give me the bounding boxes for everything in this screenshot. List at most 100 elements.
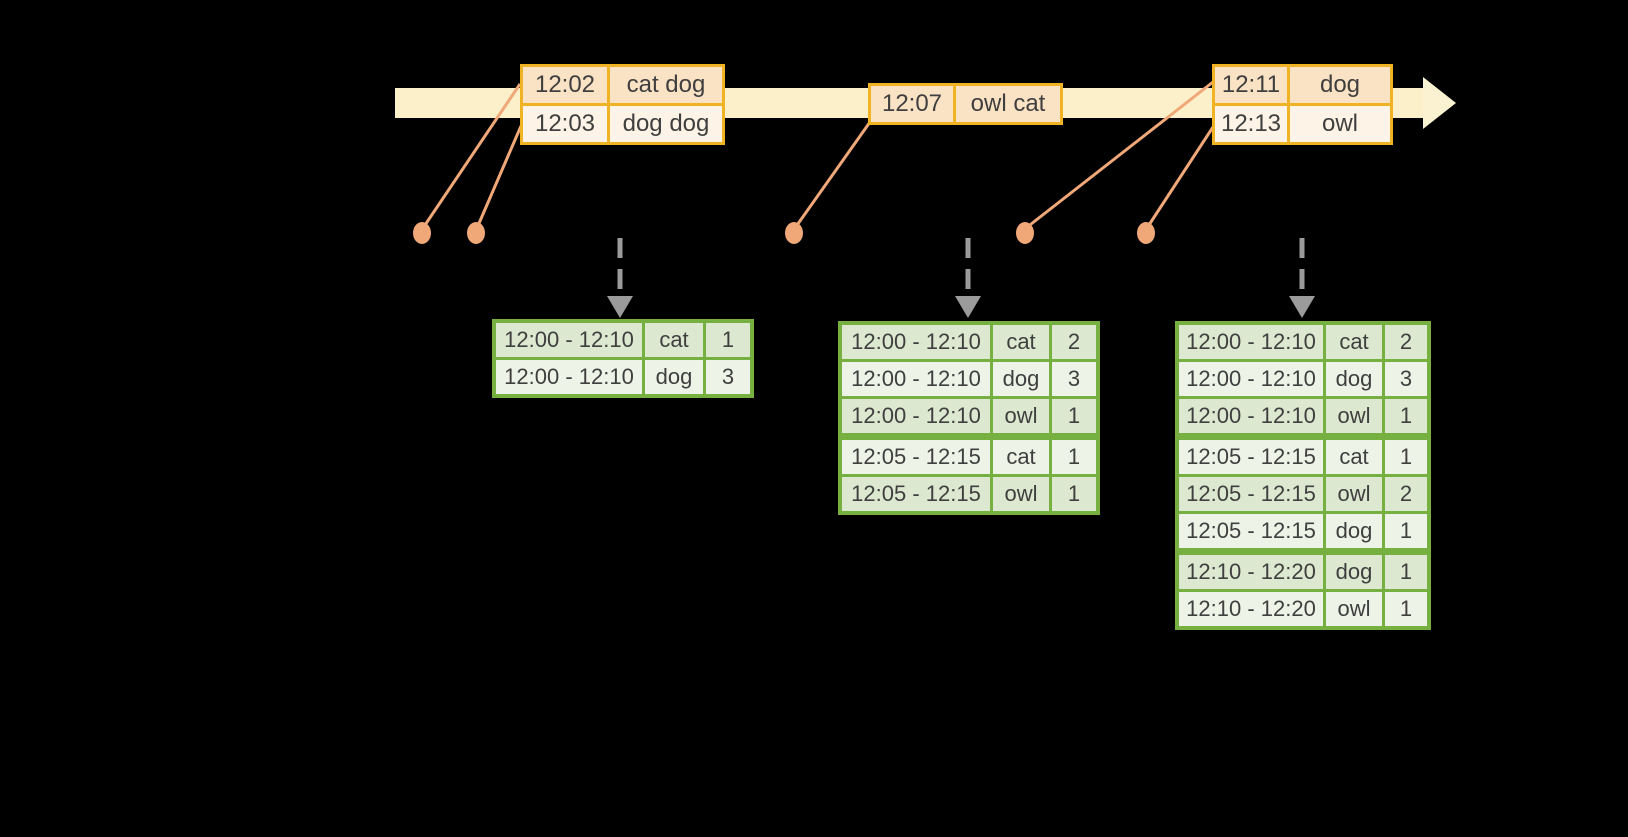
event-words: dog dog [610,106,722,142]
event-words: dog [1290,67,1390,103]
event-dot [467,222,485,244]
window-cell: 12:05 - 12:15 [842,440,990,474]
trigger-arrow-heads [607,296,1315,318]
count-cell: 3 [706,360,750,394]
table-row: 12:05 - 12:15 cat 1 [1179,440,1427,474]
event-dot [413,222,431,244]
connector-line [421,83,522,229]
connector-line [1145,126,1215,229]
table-row: 12:10 - 12:20 dog 1 [1179,555,1427,589]
window-cell: 12:05 - 12:15 [1179,440,1323,474]
table-row: 12:10 - 12:20 owl 1 [1179,592,1427,626]
result-table-1: 12:00 - 12:10 cat 1 12:00 - 12:10 dog 3 [492,319,754,398]
event-words: owl [1290,106,1390,142]
window-cell: 12:00 - 12:10 [496,360,642,394]
table-row: 12:00 - 12:10 cat 2 [1179,325,1427,359]
count-cell: 1 [1385,555,1427,589]
trigger-arrow-head-icon [607,296,633,318]
event-table-3: 12:11 dog 12:13 owl [1212,64,1393,145]
word-cell: cat [993,440,1049,474]
event-row: 12:13 owl [1215,106,1390,142]
count-cell: 1 [706,323,750,357]
timeline-arrow-head-icon [1423,77,1456,129]
event-time: 12:02 [523,67,607,103]
word-cell: dog [1326,555,1382,589]
table-row: 12:00 - 12:10 dog 3 [842,362,1096,396]
count-cell: 1 [1385,514,1427,548]
word-cell: dog [1326,362,1382,396]
count-cell: 2 [1385,477,1427,511]
window-cell: 12:00 - 12:10 [1179,362,1323,396]
window-cell: 12:00 - 12:10 [842,325,990,359]
table-row: 12:00 - 12:10 dog 3 [1179,362,1427,396]
event-table-2: 12:07 owl cat [868,83,1063,125]
event-connector-lines [421,80,1215,230]
event-words: cat dog [610,67,722,103]
count-cell: 1 [1052,477,1096,511]
event-time: 12:03 [523,106,607,142]
connector-line [793,121,872,229]
count-cell: 3 [1052,362,1096,396]
word-cell: owl [1326,592,1382,626]
event-words: owl cat [956,86,1060,122]
count-cell: 2 [1385,325,1427,359]
word-cell: owl [993,399,1049,433]
word-cell: dog [1326,514,1382,548]
word-cell: owl [1326,399,1382,433]
connector-line [1025,80,1214,230]
result-table-3: 12:00 - 12:10 cat 2 12:00 - 12:10 dog 3 … [1175,321,1431,630]
event-row: 12:07 owl cat [871,86,1060,122]
table-row: 12:05 - 12:15 cat 1 [842,440,1096,474]
table-row: 12:00 - 12:10 cat 2 [842,325,1096,359]
window-cell: 12:00 - 12:10 [842,362,990,396]
window-cell: 12:10 - 12:20 [1179,555,1323,589]
event-row: 12:02 cat dog [523,67,722,103]
word-cell: cat [1326,325,1382,359]
event-time: 12:13 [1215,106,1287,142]
table-row: 12:00 - 12:10 cat 1 [496,323,750,357]
window-cell: 12:00 - 12:10 [1179,399,1323,433]
count-cell: 1 [1385,399,1427,433]
word-cell: dog [645,360,703,394]
word-cell: dog [993,362,1049,396]
window-cell: 12:00 - 12:10 [842,399,990,433]
word-cell: owl [993,477,1049,511]
trigger-arrow-head-icon [1289,296,1315,318]
connector-line [475,125,523,229]
window-cell: 12:05 - 12:15 [1179,514,1323,548]
count-cell: 3 [1385,362,1427,396]
count-cell: 1 [1052,440,1096,474]
event-time: 12:11 [1215,67,1287,103]
word-cell: owl [1326,477,1382,511]
event-table-1: 12:02 cat dog 12:03 dog dog [520,64,725,145]
window-cell: 12:05 - 12:15 [1179,477,1323,511]
event-dots [413,222,1155,244]
word-cell: cat [993,325,1049,359]
count-cell: 1 [1385,440,1427,474]
table-row: 12:00 - 12:10 owl 1 [1179,399,1427,433]
table-row: 12:05 - 12:15 owl 1 [842,477,1096,511]
event-row: 12:11 dog [1215,67,1390,103]
count-cell: 1 [1385,592,1427,626]
event-dot [1137,222,1155,244]
window-cell: 12:00 - 12:10 [1179,325,1323,359]
event-dot [1016,222,1034,244]
event-row: 12:03 dog dog [523,106,722,142]
window-cell: 12:05 - 12:15 [842,477,990,511]
count-cell: 1 [1052,399,1096,433]
table-row: 12:05 - 12:15 owl 2 [1179,477,1427,511]
table-row: 12:00 - 12:10 owl 1 [842,399,1096,433]
trigger-arrow-head-icon [955,296,981,318]
trigger-arrow-stems [617,238,1305,298]
table-row: 12:00 - 12:10 dog 3 [496,360,750,394]
result-table-2: 12:00 - 12:10 cat 2 12:00 - 12:10 dog 3 … [838,321,1100,515]
event-time: 12:07 [871,86,953,122]
word-cell: cat [645,323,703,357]
table-row: 12:05 - 12:15 dog 1 [1179,514,1427,548]
window-cell: 12:10 - 12:20 [1179,592,1323,626]
count-cell: 2 [1052,325,1096,359]
word-cell: cat [1326,440,1382,474]
event-dot [785,222,803,244]
